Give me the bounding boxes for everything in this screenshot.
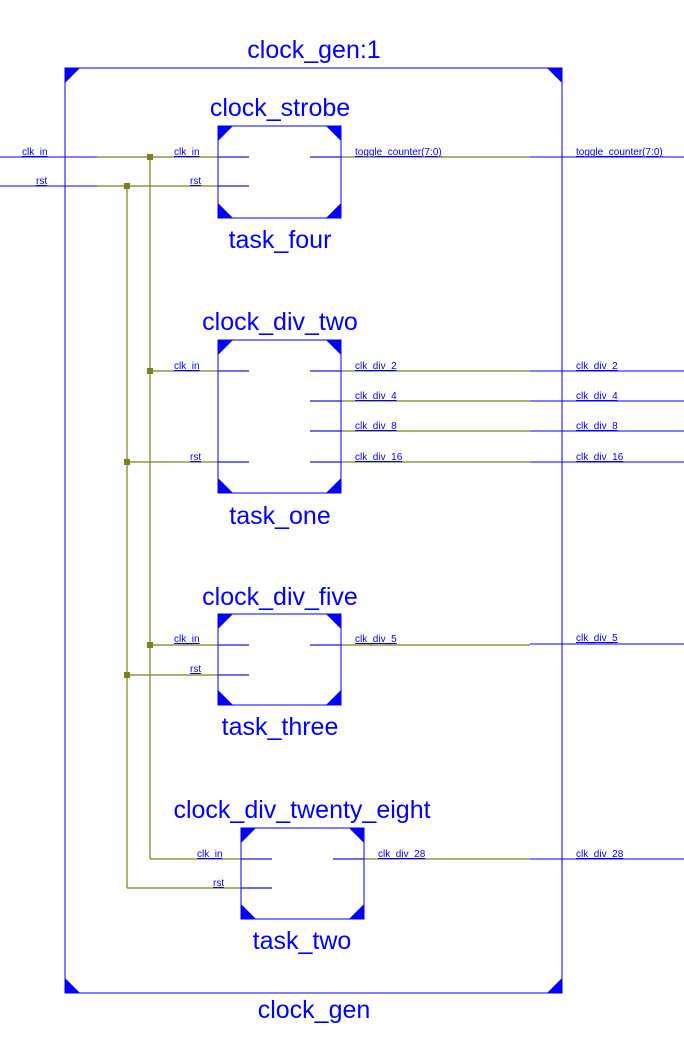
block-corner [349, 904, 364, 919]
block-corner [218, 690, 233, 705]
pin-label-toggle-counter: toggle_counter(7:0) [355, 147, 442, 158]
block-instance-label: task_one [229, 502, 330, 530]
block-module-label: clock_div_two [202, 308, 358, 336]
port-label-clk-div-2: clk_div_2 [576, 361, 618, 372]
block-corner [218, 614, 233, 629]
block-clock-div-two[interactable]: clock_div_two clk_in rst clk_div_2 clk_d… [174, 308, 403, 530]
port-label-clk-div-8: clk_div_8 [576, 421, 618, 432]
top-frame-corner [547, 68, 562, 83]
port-label-clk-div-16: clk_div_16 [576, 452, 624, 463]
block-corner [326, 126, 341, 141]
block-corner [349, 828, 364, 843]
top-frame-corner [65, 978, 80, 993]
block-corner [326, 478, 341, 493]
block-corner [326, 203, 341, 218]
pin-label-rst: rst [190, 452, 201, 463]
pin-label-clk-div-5: clk_div_5 [355, 634, 397, 645]
block-clock-div-five[interactable]: clock_div_five clk_in rst clk_div_5 task… [174, 583, 397, 741]
block-corner [326, 614, 341, 629]
top-frame-corner [65, 68, 80, 83]
port-label-clk-in: clk_in [22, 147, 48, 158]
block-corner [218, 203, 233, 218]
junction-dot [147, 642, 153, 648]
top-frame-corner [547, 978, 562, 993]
junction-dot [147, 154, 153, 160]
block-corner [218, 126, 233, 141]
junction-dot [147, 368, 153, 374]
top-instance-label: clock_gen:1 [247, 36, 380, 64]
block-body[interactable] [217, 339, 342, 494]
block-corner [241, 904, 256, 919]
pin-label-clk-div-28: clk_div_28 [378, 849, 426, 860]
junction-dot [124, 672, 130, 678]
block-body[interactable] [240, 827, 365, 920]
pin-label-clk-div-4: clk_div_4 [355, 391, 397, 402]
pin-label-clk-in: clk_in [197, 849, 223, 860]
top-module-label: clock_gen [258, 996, 371, 1024]
block-corner [241, 828, 256, 843]
port-label-clk-div-28: clk_div_28 [576, 849, 624, 860]
block-clock-strobe[interactable]: clock_strobe clk_in rst toggle_counter(7… [174, 94, 442, 254]
block-instance-label: task_four [229, 226, 332, 254]
port-label-clk-div-4: clk_div_4 [576, 391, 618, 402]
block-module-label: clock_div_twenty_eight [173, 796, 430, 824]
pin-label-rst: rst [190, 664, 201, 675]
pin-label-clk-in: clk_in [174, 147, 200, 158]
junction-dot [124, 183, 130, 189]
block-body[interactable] [217, 613, 342, 706]
block-corner [218, 478, 233, 493]
block-module-label: clock_div_five [202, 583, 358, 611]
block-module-label: clock_strobe [210, 94, 350, 122]
pin-label-clk-in: clk_in [174, 634, 200, 645]
net-rst[interactable] [97, 185, 272, 889]
block-corner [326, 690, 341, 705]
block-clock-div-twenty-eight[interactable]: clock_div_twenty_eight clk_in rst clk_di… [173, 796, 430, 955]
net-outputs[interactable] [310, 156, 530, 860]
pin-label-clk-div-8: clk_div_8 [355, 421, 397, 432]
block-body[interactable] [217, 125, 342, 219]
block-instance-label: task_two [253, 927, 352, 955]
pin-label-clk-div-2: clk_div_2 [355, 361, 397, 372]
pin-label-clk-div-16: clk_div_16 [355, 452, 403, 463]
block-instance-label: task_three [222, 713, 339, 741]
pin-label-rst: rst [213, 878, 224, 889]
pin-label-rst: rst [190, 176, 201, 187]
block-corner [218, 340, 233, 355]
port-label-toggle-counter: toggle_counter(7:0) [576, 147, 663, 158]
port-label-rst: rst [36, 176, 47, 187]
block-corner [326, 340, 341, 355]
top-frame[interactable] [64, 67, 563, 994]
junction-dot [124, 459, 130, 465]
pin-label-clk-in: clk_in [174, 361, 200, 372]
port-label-clk-div-5: clk_div_5 [576, 633, 618, 644]
